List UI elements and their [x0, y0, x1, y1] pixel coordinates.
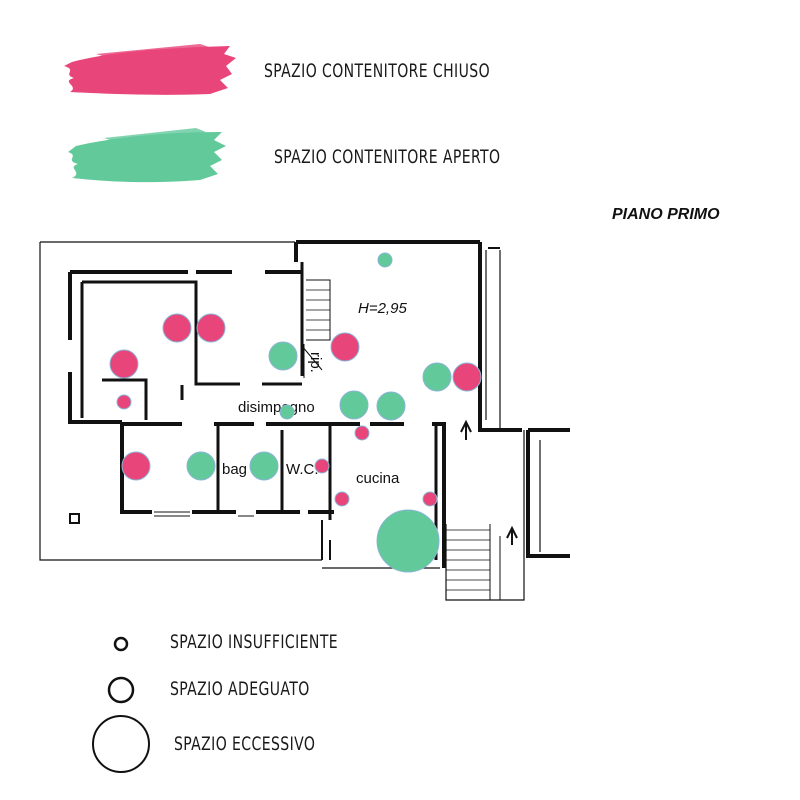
floor-plan	[39, 240, 570, 601]
storage-markers	[109, 252, 482, 573]
open-storage-marker	[377, 252, 393, 268]
open-storage-marker	[376, 391, 406, 421]
excessive-size-icon	[92, 715, 150, 773]
legend-excessive: SPAZIO ECCESSIVO	[174, 733, 316, 755]
open-storage-marker	[268, 341, 298, 371]
legend-open-storage: SPAZIO CONTENITORE APERTO	[274, 146, 501, 168]
room-label-rip: rip.	[307, 352, 324, 373]
closed-storage-marker	[314, 458, 330, 474]
room-label-wc: W.C.	[286, 461, 319, 478]
closed-storage-marker	[330, 332, 360, 362]
closed-storage-marker	[162, 313, 192, 343]
open-storage-marker	[249, 451, 279, 481]
room-label-cucina: cucina	[356, 470, 400, 487]
closed-storage-swatch	[64, 44, 236, 95]
open-storage-marker	[186, 451, 216, 481]
open-storage-marker	[339, 390, 369, 420]
open-storage-swatch	[68, 128, 226, 183]
closed-storage-marker	[116, 394, 132, 410]
closed-storage-marker	[452, 362, 482, 392]
closed-storage-marker	[334, 491, 350, 507]
closed-storage-marker	[196, 313, 226, 343]
height-label: H=2,95	[358, 300, 407, 317]
room-label-bagno: bag	[222, 461, 247, 478]
plan-title: PIANO PRIMO	[612, 206, 720, 223]
legend-adequate: SPAZIO ADEGUATO	[170, 678, 310, 700]
adequate-size-icon	[107, 676, 135, 704]
legend-closed-storage: SPAZIO CONTENITORE CHIUSO	[264, 60, 491, 82]
open-storage-marker	[376, 509, 440, 573]
closed-storage-marker	[109, 349, 139, 379]
closed-storage-marker	[354, 425, 370, 441]
legend-insufficient: SPAZIO INSUFFICIENTE	[170, 631, 339, 653]
room-label-disimpegno: disimpegno	[238, 399, 315, 416]
closed-storage-marker	[422, 491, 438, 507]
open-storage-marker	[279, 404, 295, 420]
closed-storage-marker	[121, 451, 151, 481]
insufficient-size-icon	[113, 636, 129, 652]
open-storage-marker	[422, 362, 452, 392]
